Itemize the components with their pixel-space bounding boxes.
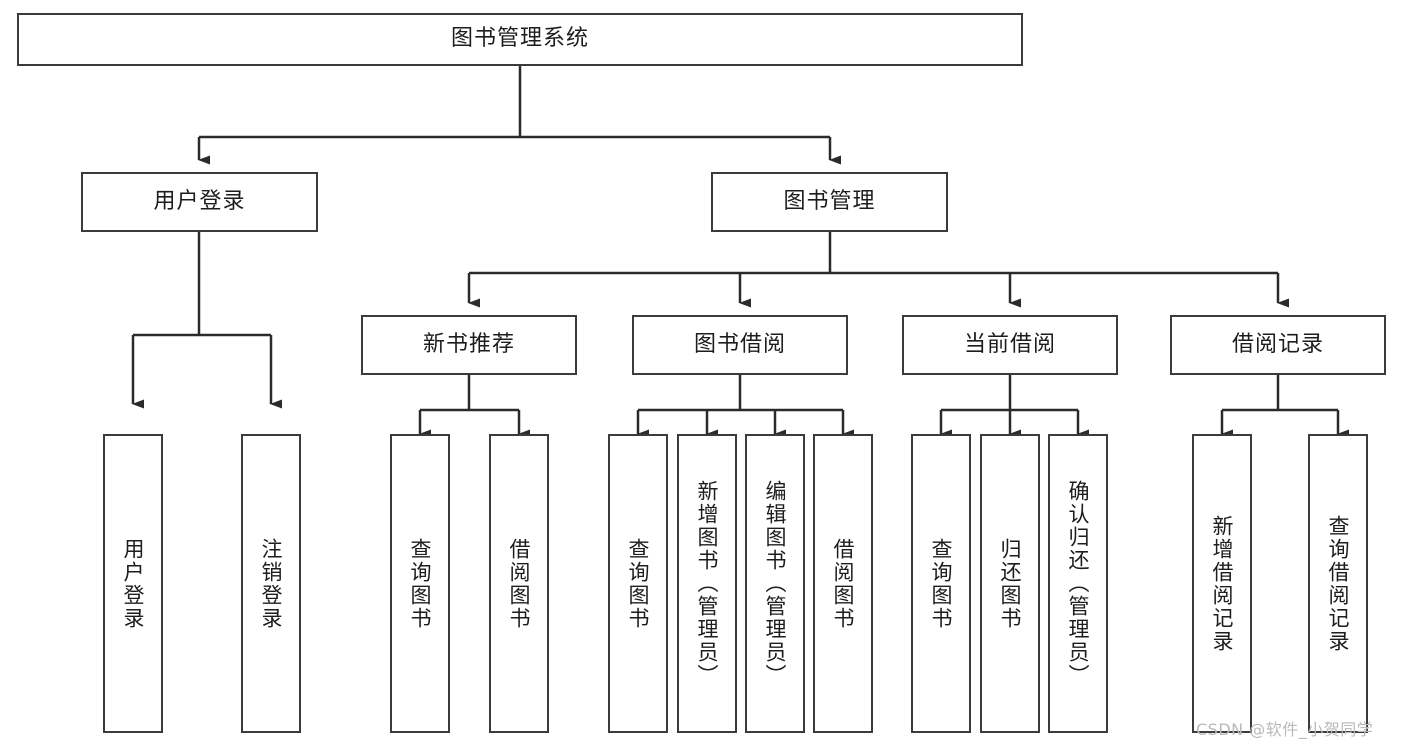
node-label: 图书借阅: [693, 331, 786, 357]
leaf-user-logout[interactable]: 注销登录: [241, 434, 301, 733]
node-label: 编辑图书（管理员）: [763, 480, 788, 687]
node-current-borrowing[interactable]: 当前借阅: [902, 315, 1118, 375]
leaf-query-book-new-book[interactable]: 查询图书: [390, 434, 450, 733]
node-label: 查询借阅记录: [1326, 514, 1351, 653]
leaf-borrow-book-borrowing[interactable]: 借阅图书: [813, 434, 873, 733]
node-borrowing-record[interactable]: 借阅记录: [1170, 315, 1386, 375]
node-label: 新书推荐: [422, 331, 515, 357]
leaf-borrow-book-new-book[interactable]: 借阅图书: [489, 434, 549, 733]
node-label: 新增图书（管理员）: [695, 480, 720, 687]
leaf-confirm-return-admin[interactable]: 确认归还（管理员）: [1048, 434, 1108, 733]
node-label: 查询图书: [408, 537, 433, 630]
leaf-return-book[interactable]: 归还图书: [980, 434, 1040, 733]
node-label: 注销登录: [259, 537, 284, 630]
node-user-login[interactable]: 用户登录: [81, 172, 318, 232]
leaf-add-book-admin[interactable]: 新增图书（管理员）: [677, 434, 737, 733]
leaf-user-login[interactable]: 用户登录: [103, 434, 163, 733]
node-book-borrowing[interactable]: 图书借阅: [632, 315, 848, 375]
node-book-management[interactable]: 图书管理: [711, 172, 948, 232]
node-label: 图书管理系统: [450, 26, 589, 52]
node-label: 查询图书: [929, 537, 954, 630]
node-label: 图书管理: [783, 188, 876, 214]
node-label: 确认归还（管理员）: [1066, 480, 1091, 687]
node-label: 当前借阅: [963, 331, 1056, 357]
node-label: 借阅记录: [1231, 331, 1324, 357]
node-label: 新增借阅记录: [1210, 514, 1235, 653]
leaf-query-borrowing-record[interactable]: 查询借阅记录: [1308, 434, 1368, 733]
node-label: 用户登录: [121, 537, 146, 630]
node-label: 用户登录: [153, 188, 246, 214]
leaf-add-borrowing-record[interactable]: 新增借阅记录: [1192, 434, 1252, 733]
node-label: 归还图书: [998, 537, 1023, 630]
node-label: 借阅图书: [831, 537, 856, 630]
node-new-book-recommendation[interactable]: 新书推荐: [361, 315, 577, 375]
leaf-query-book-current[interactable]: 查询图书: [911, 434, 971, 733]
watermark-text: CSDN @软件_小贺同学: [1196, 720, 1374, 739]
leaf-edit-book-admin[interactable]: 编辑图书（管理员）: [745, 434, 805, 733]
leaf-query-book-borrowing[interactable]: 查询图书: [608, 434, 668, 733]
node-label: 查询图书: [626, 537, 651, 630]
node-label: 借阅图书: [507, 537, 532, 630]
node-root-book-management-system[interactable]: 图书管理系统: [17, 13, 1023, 66]
